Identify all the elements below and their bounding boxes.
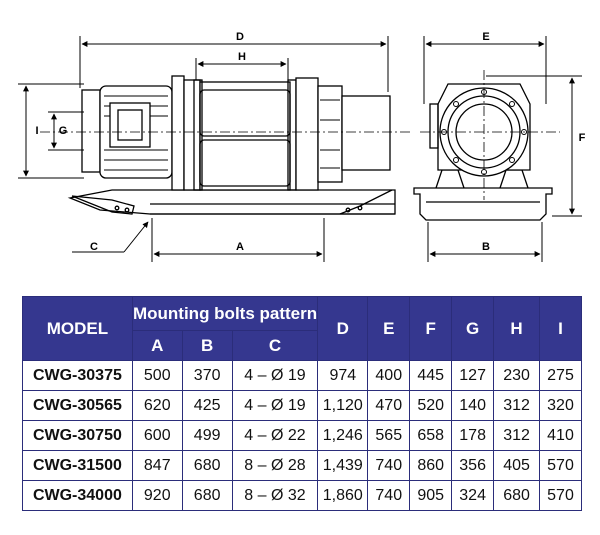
cell-model: CWG-30375 — [22, 360, 133, 391]
cell-model: CWG-30750 — [22, 420, 133, 451]
cell-i: 275 — [539, 360, 582, 391]
cell-e: 470 — [367, 390, 411, 421]
cell-d: 1,246 — [317, 420, 369, 451]
col-header-d: D — [317, 296, 369, 361]
cell-a: 920 — [131, 480, 183, 511]
cell-c: 8 – Ø 28 — [231, 450, 319, 481]
cell-a: 500 — [131, 360, 183, 391]
cell-h: 230 — [493, 360, 541, 391]
label-e: E — [482, 31, 489, 43]
end-view — [413, 70, 560, 221]
cell-f: 520 — [409, 390, 453, 421]
col-header-i: I — [539, 296, 582, 361]
cell-h: 312 — [493, 390, 541, 421]
cell-e: 565 — [367, 420, 411, 451]
label-f: F — [579, 132, 586, 144]
table-row: CWG-30375 500 370 4 – Ø 19 974 400 445 1… — [22, 360, 582, 391]
col-header-a: A — [131, 330, 183, 361]
dimension-lines — [18, 36, 582, 262]
cell-b: 680 — [181, 480, 233, 511]
cell-e: 400 — [367, 360, 411, 391]
cell-g: 324 — [451, 480, 495, 511]
col-header-b: B — [181, 330, 233, 361]
table-row: CWG-30750 600 499 4 – Ø 22 1,246 565 658… — [22, 420, 582, 451]
cell-a: 847 — [131, 450, 183, 481]
cell-d: 1,439 — [317, 450, 369, 481]
cell-e: 740 — [367, 450, 411, 481]
cell-i: 410 — [539, 420, 582, 451]
spec-table: MODEL Mounting bolts pattern D E F G H I… — [22, 296, 582, 511]
col-header-h: H — [493, 296, 541, 361]
cell-c: 4 – Ø 22 — [231, 420, 319, 451]
label-i: I — [35, 125, 38, 137]
cell-h: 312 — [493, 420, 541, 451]
cell-model: CWG-31500 — [22, 450, 133, 481]
cell-d: 1,120 — [317, 390, 369, 421]
cell-b: 425 — [181, 390, 233, 421]
cell-a: 620 — [131, 390, 183, 421]
cell-g: 356 — [451, 450, 495, 481]
side-view — [40, 75, 410, 215]
cell-h: 680 — [493, 480, 541, 511]
label-a: A — [236, 241, 244, 253]
cell-g: 140 — [451, 390, 495, 421]
cell-f: 905 — [409, 480, 453, 511]
winch-drawing: D H I G C A E F B — [18, 31, 586, 262]
cell-model: CWG-30565 — [22, 390, 133, 421]
cell-b: 499 — [181, 420, 233, 451]
table-row: CWG-34000 920 680 8 – Ø 32 1,860 740 905… — [22, 480, 582, 511]
cell-f: 658 — [409, 420, 453, 451]
cell-model: CWG-34000 — [22, 480, 133, 511]
label-h: H — [238, 51, 246, 63]
cell-f: 445 — [409, 360, 453, 391]
cell-b: 370 — [181, 360, 233, 391]
mounting-bolts-header: Mounting bolts pattern — [131, 296, 319, 331]
label-b: B — [482, 241, 490, 253]
cell-g: 127 — [451, 360, 495, 391]
col-header-f: F — [409, 296, 453, 361]
cell-d: 974 — [317, 360, 369, 391]
cell-i: 570 — [539, 480, 582, 511]
cell-i: 320 — [539, 390, 582, 421]
cell-i: 570 — [539, 450, 582, 481]
cell-a: 600 — [131, 420, 183, 451]
cell-h: 405 — [493, 450, 541, 481]
cell-f: 860 — [409, 450, 453, 481]
label-d: D — [236, 31, 244, 43]
table-row: CWG-31500 847 680 8 – Ø 28 1,439 740 860… — [22, 450, 582, 481]
cell-c: 8 – Ø 32 — [231, 480, 319, 511]
label-g: G — [59, 125, 68, 137]
col-header-e: E — [367, 296, 411, 361]
label-c: C — [90, 241, 98, 253]
cell-e: 740 — [367, 480, 411, 511]
cell-c: 4 – Ø 19 — [231, 390, 319, 421]
col-header-c: C — [231, 330, 319, 361]
cell-b: 680 — [181, 450, 233, 481]
col-header-g: G — [451, 296, 495, 361]
cell-d: 1,860 — [317, 480, 369, 511]
table-row: CWG-30565 620 425 4 – Ø 19 1,120 470 520… — [22, 390, 582, 421]
cell-c: 4 – Ø 19 — [231, 360, 319, 391]
cell-g: 178 — [451, 420, 495, 451]
model-header: MODEL — [22, 296, 133, 361]
